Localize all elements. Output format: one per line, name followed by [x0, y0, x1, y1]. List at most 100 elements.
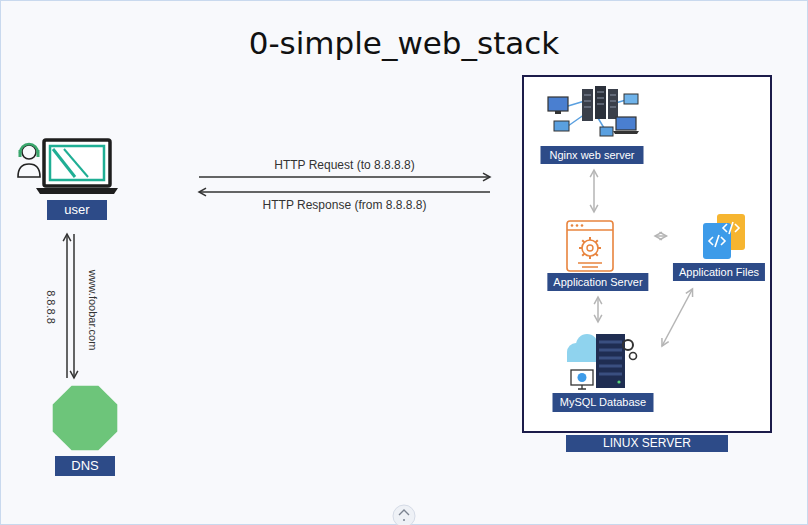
connector-label: HTTP Response (from 8.8.8.8)	[260, 198, 430, 212]
scroll-marker	[393, 505, 415, 525]
database-node: MySQL Database	[550, 328, 656, 412]
node-label: Application Server	[553, 276, 642, 288]
app-server-icon	[571, 224, 574, 227]
database-icon	[596, 334, 625, 388]
name-band: Application Server	[547, 273, 648, 291]
dns-octagon	[53, 386, 118, 451]
database-icon	[578, 385, 586, 389]
person-icon	[37, 150, 40, 157]
laptop-icon	[44, 140, 110, 186]
person-icon	[20, 144, 38, 153]
connector	[63, 234, 78, 378]
node-label: Application Files	[679, 266, 759, 278]
database-icon	[623, 340, 633, 350]
arrow-head	[483, 173, 490, 181]
person-icon	[22, 145, 36, 159]
arrow-head	[70, 371, 78, 378]
app-server-icon	[576, 224, 579, 227]
app-server-icon	[567, 229, 613, 230]
files-icon	[709, 235, 725, 247]
node-label: DNS	[71, 458, 98, 473]
node-label: user	[64, 202, 89, 217]
name-band: DNS	[55, 456, 115, 476]
connector-line	[199, 191, 490, 193]
name-band: Nginx web server	[541, 146, 644, 164]
app-server-icon	[587, 245, 593, 251]
connector-line	[597, 297, 599, 322]
connector	[655, 232, 667, 240]
server-ground	[523, 76, 771, 432]
database-icon	[630, 353, 637, 360]
person-icon	[19, 150, 22, 157]
web-server-icon	[608, 89, 618, 119]
web-server-icon	[548, 97, 568, 111]
web-server-icon	[554, 121, 569, 131]
connector-line	[662, 289, 693, 346]
files-icon	[703, 223, 731, 259]
node-label: MySQL Database	[560, 396, 646, 408]
web-server-icon	[600, 127, 613, 136]
database-icon	[578, 373, 587, 382]
diagram-title: 0-simple_web_stack	[0, 24, 808, 62]
scroll-marker	[399, 510, 409, 515]
app-server-icon	[581, 224, 584, 227]
arrow-head	[655, 232, 662, 240]
database-icon	[599, 342, 622, 374]
app-server-icon	[579, 237, 601, 259]
server-box: LINUX SERVERNginx web serverApplication …	[522, 75, 772, 433]
app-server-node: Application Server	[545, 218, 651, 291]
files-icon	[723, 222, 739, 234]
laptop-icon	[64, 149, 88, 177]
connector-line	[593, 170, 595, 212]
arrow-head	[686, 289, 693, 297]
web-server-icon	[595, 86, 606, 119]
connector-label: HTTP Request (to 8.8.8.8)	[271, 158, 418, 172]
web-server-icon	[548, 86, 639, 136]
web-server-icon	[613, 131, 639, 134]
arrow-head	[590, 170, 598, 177]
laptop-icon	[36, 140, 118, 194]
database-icon	[617, 380, 620, 383]
laptop-icon	[36, 188, 118, 194]
app-server-icon	[567, 221, 613, 271]
app-server-icon	[567, 221, 613, 271]
scroll-marker	[393, 505, 415, 525]
laptop-icon	[50, 146, 104, 180]
arrow-head	[594, 315, 602, 322]
web-server-icon	[555, 111, 561, 114]
node-label: LINUX SERVER	[603, 436, 691, 450]
domain-label: www.foobar.com	[86, 270, 99, 351]
address-label: 8.8.8.8	[44, 290, 57, 324]
database-icon	[571, 370, 593, 385]
name-band: LINUX SERVER	[566, 435, 728, 452]
arrow-head	[63, 234, 71, 241]
connector	[590, 170, 598, 212]
client-node: user	[35, 136, 119, 220]
arrow-head	[590, 205, 598, 212]
dns-node: DNS	[50, 383, 120, 476]
connector	[594, 297, 602, 322]
laptop-icon	[53, 149, 75, 177]
files-node: Application Files	[671, 213, 768, 281]
files-icon	[703, 214, 745, 259]
node-label: Nginx web server	[550, 149, 635, 161]
database-icon	[567, 334, 637, 389]
app-server-icon	[582, 240, 598, 256]
connector	[199, 173, 490, 181]
web-server-icon	[624, 94, 638, 104]
app-server-icon	[578, 263, 602, 267]
arrow-head	[662, 338, 669, 346]
web-server-node: Nginx web server	[539, 83, 646, 164]
person-icon	[18, 164, 40, 177]
arrow-head	[199, 188, 206, 196]
web-server-icon	[582, 89, 593, 121]
web-server-icon	[616, 117, 636, 130]
web-server-icon	[584, 92, 616, 107]
name-band: user	[47, 200, 107, 220]
connector-line	[66, 234, 68, 378]
connector	[199, 188, 490, 196]
name-band: MySQL Database	[553, 393, 654, 412]
name-band: Application Files	[673, 263, 765, 281]
connector-line	[73, 234, 75, 378]
